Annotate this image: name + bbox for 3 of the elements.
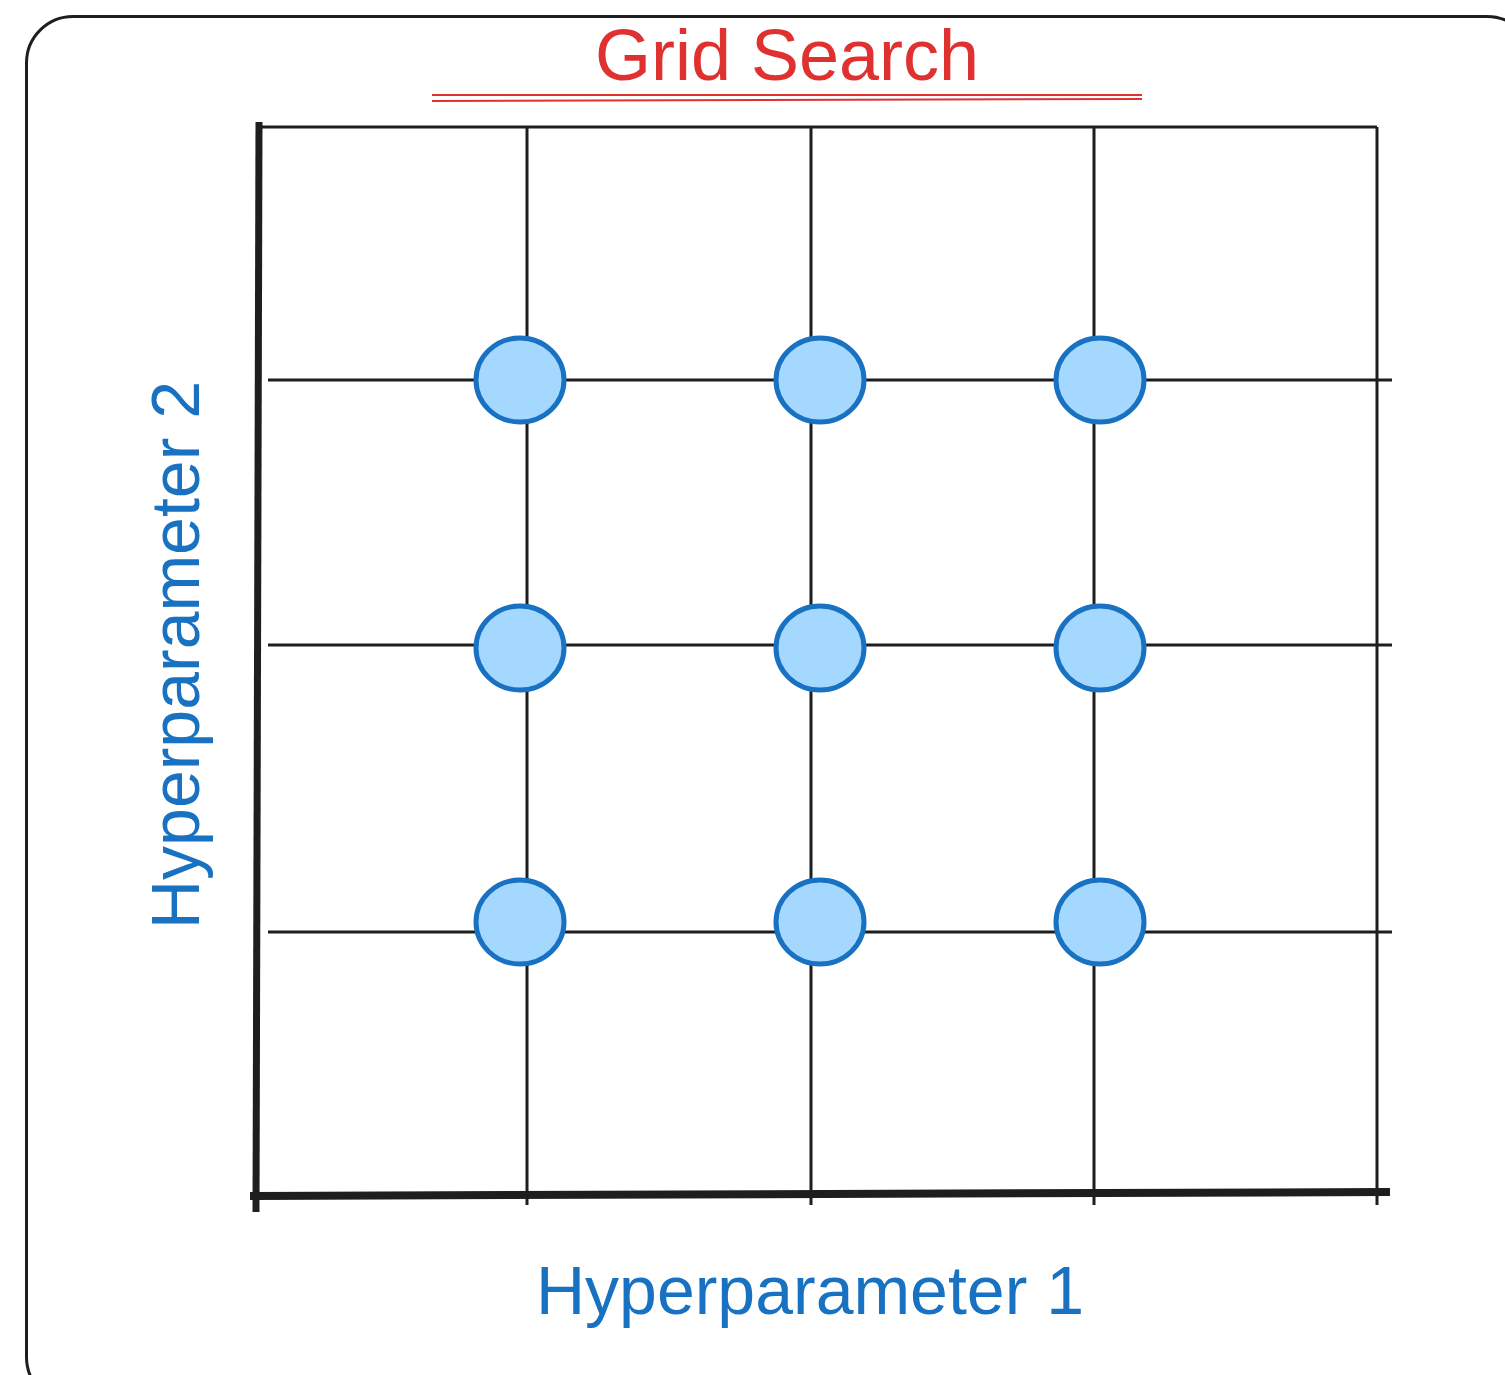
- x-axis-label: Hyperparameter 1: [536, 1252, 1084, 1328]
- y-axis-label: Hyperparameter 2: [137, 381, 213, 929]
- title: Grid Search: [594, 15, 980, 95]
